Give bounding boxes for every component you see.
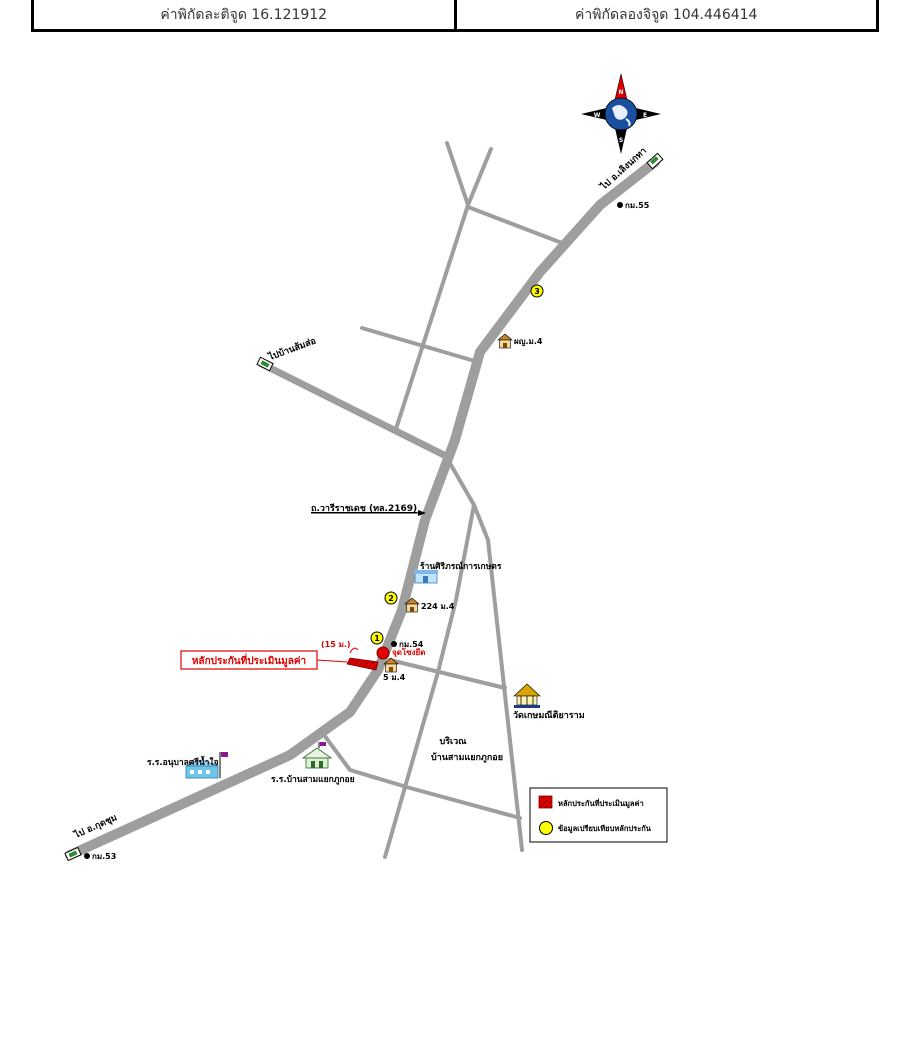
comparison-marker-1: 1 xyxy=(370,631,384,645)
label-shop: ร้านศิริภรณ์การเกษตร xyxy=(420,561,502,572)
minor-roads xyxy=(322,141,564,859)
road-minor xyxy=(445,456,524,852)
compass-e-label: E xyxy=(643,112,647,119)
label-house-moo4: ผญ.ม.4 xyxy=(514,337,543,347)
main-roads xyxy=(65,157,660,860)
legend-collateral-swatch xyxy=(538,795,553,809)
compass-east-arrow xyxy=(631,107,661,121)
road-minor xyxy=(466,205,564,245)
svg-text:กม.54: กม.54 xyxy=(399,640,424,649)
direction-arrow-loengnoktha xyxy=(646,152,664,170)
km-post-icon xyxy=(391,641,397,647)
comparison-marker-2: 2 xyxy=(384,591,398,605)
road-minor xyxy=(466,147,493,207)
compass-south-arrow xyxy=(614,124,628,154)
temple-icon xyxy=(513,683,541,708)
road-name-annotation: ถ.วารีราชเดช (ทล.2169) xyxy=(311,503,426,516)
km-post-icon xyxy=(617,202,623,208)
shop-icon xyxy=(414,570,438,584)
arrow-right-icon xyxy=(418,510,426,516)
house-icon xyxy=(404,597,420,613)
legend-comparison-label: ข้อมูลเปรียบเทียบหลักประกัน xyxy=(558,824,652,834)
label-area-line2: บ้านสามแยกภูกอย xyxy=(431,752,503,763)
road-minor xyxy=(360,326,480,364)
label-school1: ร.ร.อนุบาลศรีน้ำใจ xyxy=(147,755,219,768)
svg-text:กม.55: กม.55 xyxy=(625,201,650,210)
house-icon xyxy=(383,657,399,673)
legend-collateral-label: หลักประกันที่ประเมินมูลค่า xyxy=(558,797,644,809)
label-temple: วัดเกษมณีติยาราม xyxy=(513,710,585,721)
road-minor xyxy=(445,141,470,207)
svg-text:1: 1 xyxy=(374,634,380,643)
house-icon xyxy=(497,333,513,349)
subject-point-icon xyxy=(376,646,390,660)
km-post-icon xyxy=(84,853,90,859)
label-to-ban-somsa: ไปบ้านส้มส่อ xyxy=(266,335,318,364)
svg-text:กม.53: กม.53 xyxy=(92,852,116,861)
road-minor xyxy=(322,733,522,820)
label-house-5: 5 ม.4 xyxy=(383,673,406,682)
compass-n-label: N xyxy=(618,89,623,96)
km-post-55: กม.55 xyxy=(617,201,650,210)
road-minor xyxy=(383,503,476,859)
school-icon xyxy=(301,742,333,769)
svg-text:2: 2 xyxy=(388,594,394,603)
compass-west-arrow xyxy=(581,107,611,121)
coordinate-table: ค่าพิกัดละติจูด 16.121912 ค่าพิกัดลองจิจ… xyxy=(31,0,879,32)
road-name-label: ถ.วารีราชเดช (ทล.2169) xyxy=(311,503,417,514)
legend: หลักประกันที่ประเมินมูลค่า ข้อมูลเปรียบเ… xyxy=(529,787,668,843)
compass-rose: N S E W xyxy=(581,73,661,154)
compass-w-label: W xyxy=(594,112,601,119)
subject-property: จุดโซงยีด (15 ม.) หลักประกันที่ประเมินมู… xyxy=(180,640,425,671)
label-area-line1: บริเวณ xyxy=(439,736,467,747)
road-minor xyxy=(388,658,507,690)
km-post-53: กม.53 xyxy=(84,852,116,861)
road-to-ban-somsa xyxy=(258,360,454,462)
school-icon xyxy=(185,752,228,779)
label-subject-point: จุดโซงยีด xyxy=(392,647,425,658)
label-distance: (15 ม.) xyxy=(321,640,351,649)
compass-s-label: S xyxy=(619,137,623,144)
comparison-marker-3: 3 xyxy=(530,284,544,298)
road-main-2169 xyxy=(65,157,660,860)
legend-box xyxy=(529,787,668,843)
direction-arrow-ban-somsa xyxy=(256,356,274,372)
latitude-cell: ค่าพิกัดละติจูด 16.121912 xyxy=(160,6,328,23)
label-subject: หลักประกันที่ประเมินมูลค่า xyxy=(192,653,306,668)
longitude-cell: ค่าพิกัดลองจิจูด 104.446414 xyxy=(453,0,877,29)
km-post-54: กม.54 xyxy=(391,640,424,649)
label-house-224: 224 ม.4 xyxy=(421,602,455,611)
label-school2: ร.ร.บ้านสามแยกภูกอย xyxy=(271,774,355,785)
svg-text:3: 3 xyxy=(534,287,540,296)
legend-comparison-swatch xyxy=(539,821,553,835)
road-minor xyxy=(393,203,470,434)
collateral-parcel xyxy=(346,657,379,671)
direction-arrow-kut-chum xyxy=(64,846,82,862)
